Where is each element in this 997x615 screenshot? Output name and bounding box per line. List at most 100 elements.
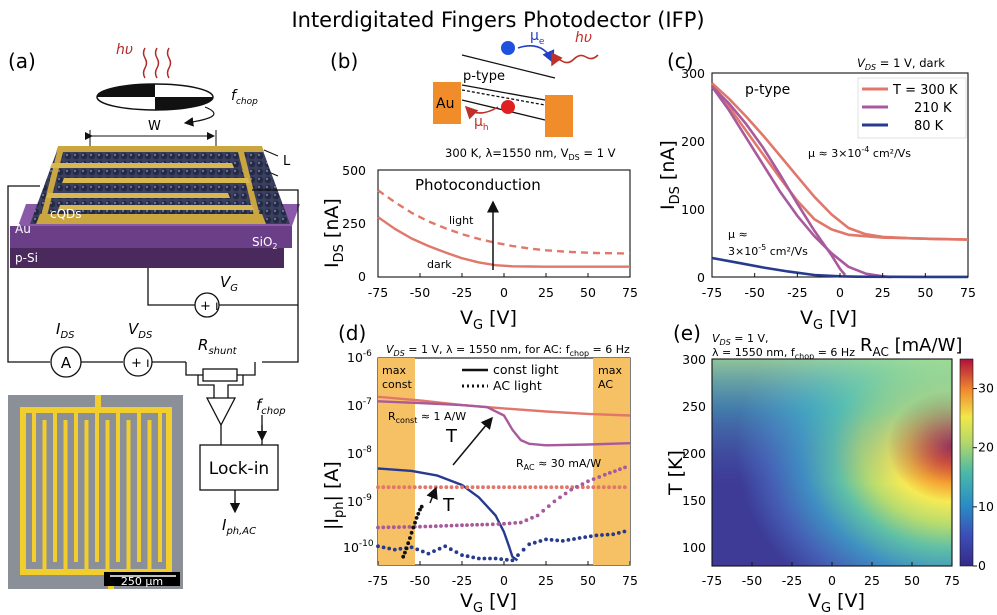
c-xlabel: VG [V] (800, 307, 857, 333)
d-point (507, 485, 512, 490)
c-legend-300: T = 300 K (892, 83, 958, 98)
x-tick-label: -50 (742, 573, 762, 588)
d-point (416, 511, 421, 516)
d-point (406, 541, 411, 546)
d-point (420, 549, 425, 554)
d-point (397, 525, 401, 529)
d-point (386, 525, 391, 530)
d-point (398, 546, 403, 551)
micrograph-finger (95, 413, 99, 562)
hole-icon (501, 100, 515, 114)
d-point (566, 538, 571, 542)
d-point (535, 513, 540, 518)
amplifier-icon (205, 397, 237, 427)
d-ytick: 10-7 (347, 397, 372, 413)
muh-label: µh (474, 114, 489, 133)
d-point (444, 523, 449, 528)
d-point (612, 485, 617, 490)
d-xlabel: VG [V] (460, 590, 517, 615)
d-point (560, 539, 565, 543)
d-point (402, 485, 407, 490)
d-point (618, 467, 622, 472)
micrograph-finger (74, 413, 78, 562)
vg-source-icon (194, 292, 220, 318)
shunt-resistor-icon (202, 368, 238, 382)
light-curve-label: light (449, 214, 474, 227)
d-point (381, 545, 386, 550)
d-point (437, 546, 442, 551)
panel-d: (d) VDS = 1 V, λ = 1550 nm, for AC: fcho… (321, 321, 638, 615)
x-tick-label: -50 (410, 285, 430, 300)
e-condition-1: VDS = 1 V, (712, 332, 769, 347)
d-point (491, 485, 496, 490)
vg-label: VG (220, 273, 238, 294)
b-ytick: 0 (358, 269, 366, 284)
d-point (583, 535, 588, 539)
d-point (607, 485, 611, 490)
lockin-label: Lock-in (209, 459, 269, 479)
d-point (574, 484, 579, 489)
c-series-210 K (710, 85, 892, 279)
e-condition-2: λ = 1550 nm, fchop = 6 Hz (712, 346, 855, 361)
d-ytick: 10-10 (343, 539, 374, 555)
d-point (391, 525, 396, 530)
legend-const: const light (493, 362, 559, 377)
d-point (552, 499, 557, 504)
rconst-label: Rconst ≈ 1 A/W (388, 410, 466, 425)
x-tick-label: 0 (500, 285, 508, 300)
d-point (480, 522, 485, 527)
panel-c: (c) VDS = 1 V, dark p-type µ ≈ 3×10-4 cm… (657, 49, 976, 333)
x-tick-label: 50 (580, 285, 596, 300)
d-point (558, 495, 562, 500)
device-stack (10, 146, 300, 268)
x-tick-label: 75 (622, 573, 638, 588)
d-point (376, 544, 380, 549)
micrograph-finger (84, 420, 89, 569)
max-ac-label-2: AC (598, 378, 613, 391)
d-point (439, 524, 443, 528)
micrograph-finger (147, 420, 152, 569)
lockin-box (199, 444, 279, 491)
d-point (611, 532, 616, 537)
x-tick-label: -50 (410, 573, 430, 588)
t-label-lower: T (442, 495, 455, 516)
d-point (488, 556, 492, 561)
d-point (572, 537, 576, 541)
e-y-tick-label: 250 (682, 399, 706, 414)
d-point (485, 522, 490, 527)
micrograph-finger (158, 413, 162, 562)
panel-label-a: (a) (8, 49, 36, 73)
d-series-const light 210 K (377, 400, 631, 447)
ids-label: IDS (56, 320, 75, 341)
d-point (475, 522, 479, 527)
d-point (411, 525, 416, 530)
d-point (449, 485, 454, 490)
colorbar (959, 358, 974, 567)
d-point (423, 524, 428, 529)
chopper-icon (96, 83, 215, 127)
d-point (414, 516, 419, 520)
c-series-T = 300 K (reverse) (711, 82, 969, 241)
x-tick-label: -25 (452, 573, 472, 588)
d-point (538, 539, 543, 543)
d-point (521, 547, 526, 552)
d-point (528, 485, 533, 490)
fchop2-label: fchop (256, 396, 286, 417)
d-point (596, 485, 601, 490)
d-point (538, 485, 543, 490)
mue-label: µe (530, 28, 545, 47)
b-condition: 300 K, λ=1550 nm, VDS = 1 V (445, 146, 616, 162)
w-label: W (148, 119, 161, 134)
d-point (409, 530, 414, 535)
d-point (404, 546, 409, 551)
d-series-const light 300 K (377, 395, 631, 417)
d-point (623, 465, 627, 470)
c-series-80 K (711, 256, 968, 279)
d-point (444, 485, 449, 490)
d-point (387, 546, 392, 551)
x-tick-label: -50 (744, 285, 764, 300)
colorbar-tick-label: 0 (978, 558, 986, 573)
panel-label-d: (d) (338, 321, 366, 345)
vds-plus-minus: + ı (131, 356, 150, 371)
